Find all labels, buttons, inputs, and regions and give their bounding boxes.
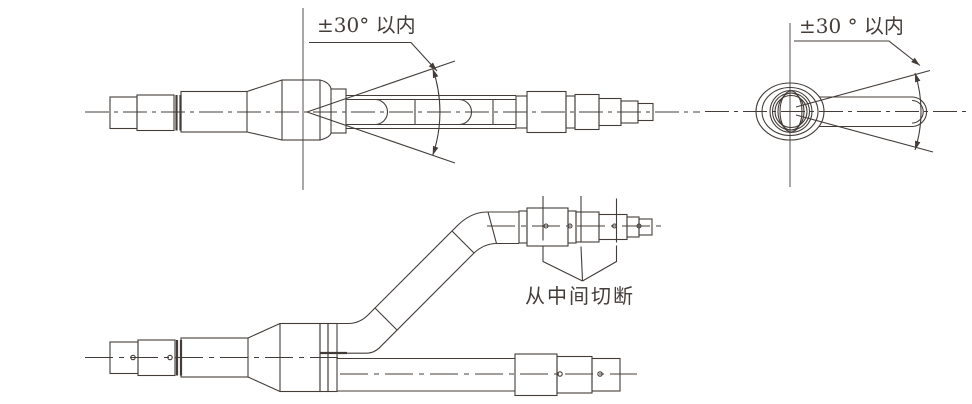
leader-line (309, 41, 438, 72)
cut-from-middle-label: 从中间切断 (525, 284, 635, 308)
angle-tolerance-label-right: ±30 ° 以内 (799, 14, 904, 38)
cut-position-lines (542, 196, 618, 282)
leader-line (794, 40, 921, 66)
end-view-arrowheads (911, 57, 921, 150)
side-view-branch-joint (85, 8, 700, 190)
end-view-branch-joint (705, 23, 968, 187)
angle-cone-lines (795, 69, 934, 153)
bent-branch-view (85, 196, 662, 397)
side-view-arrowheads (428, 62, 439, 156)
angle-cone-lines (306, 60, 456, 164)
angle-tolerance-label-left: ±30° 以内 (317, 13, 416, 37)
